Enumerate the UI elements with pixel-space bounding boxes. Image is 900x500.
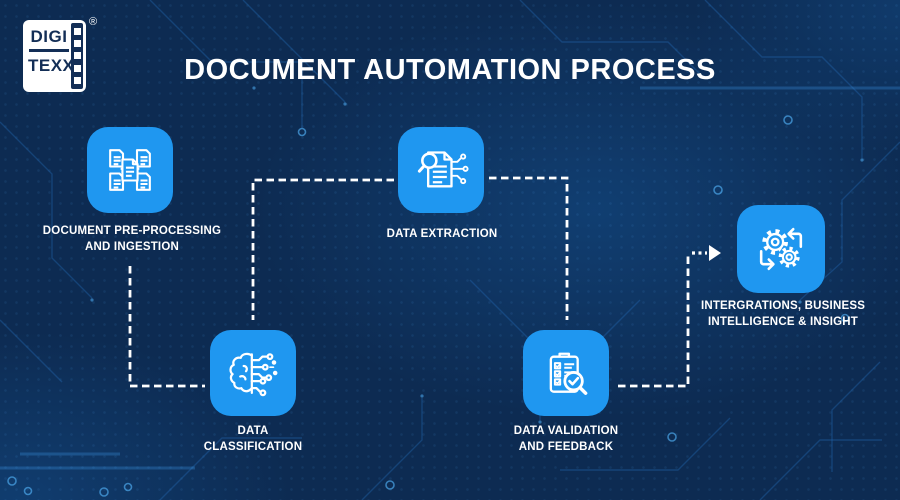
connector-classification-to-extraction [251, 178, 394, 320]
connector-validation-to-integrations [618, 253, 690, 388]
logo-text-block: DIGI TEXX [28, 27, 75, 75]
step-label: DATA VALIDATION AND FEEDBACK [513, 425, 619, 453]
integrations-tile [737, 205, 825, 293]
connector-extraction-to-validation [489, 176, 569, 320]
data-extraction-tile [398, 127, 484, 213]
document-preprocessing-tile [87, 127, 173, 213]
checklist-magnifier-icon [549, 352, 588, 395]
brain-circuit-icon [229, 352, 278, 397]
connector-preprocessing-to-classification [128, 266, 205, 388]
registered-trademark-mark: ® [89, 16, 98, 28]
data-classification-tile [210, 330, 296, 416]
step-label: DOCUMENT PRE-PROCESSING AND INGESTION [42, 225, 222, 253]
data-validation-tile [523, 330, 609, 416]
page-title: DOCUMENT AUTOMATION PROCESS [184, 54, 716, 86]
digitexx-logo: DIGI TEXX [23, 20, 86, 92]
logo-divider [29, 49, 69, 52]
step-label: DATA EXTRACTION [386, 228, 498, 240]
step-label: DATA CLASSIFICATION [203, 425, 303, 453]
logo-texx-text: TEXX [28, 56, 75, 75]
arrowhead-icon [709, 245, 721, 261]
document-magnifier-circuit-icon [417, 151, 469, 188]
logo-digi-text: DIGI [30, 27, 68, 46]
logo-filmstrip [71, 23, 83, 89]
documents-cluster-icon [109, 149, 151, 191]
step-label: INTERGRATIONS, BUSINESS INTELLIGENCE & I… [700, 300, 866, 328]
gears-sync-icon [759, 227, 803, 271]
